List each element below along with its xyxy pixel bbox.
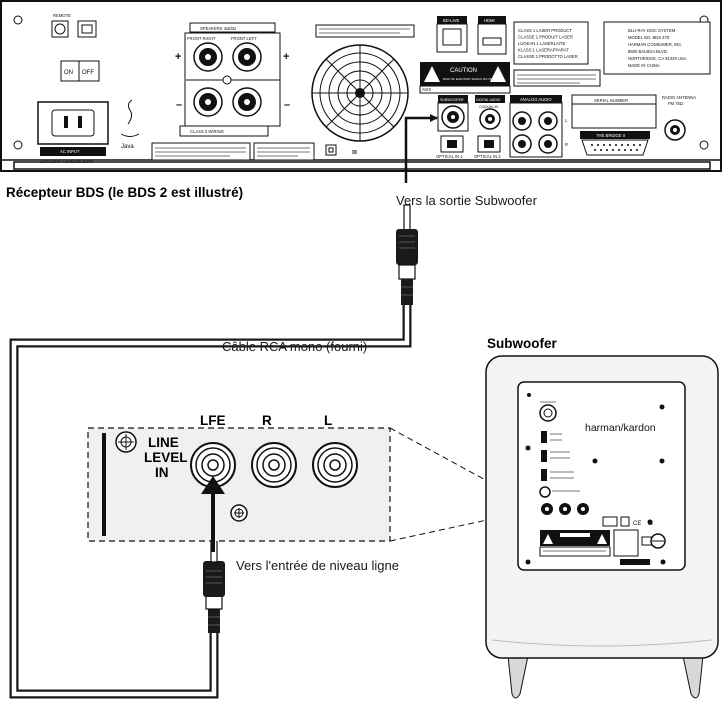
coaxial-in-label: COAXIAL IN [479, 105, 498, 109]
remote-label: REMOTE [53, 13, 71, 18]
optical-in2-label: OPTICAL IN 2 [474, 154, 501, 159]
laser-lines-line: CLASSE 1 PRODOTTO LASER [518, 54, 578, 59]
settings-port [77, 20, 97, 38]
svg-text:–: – [176, 99, 182, 111]
right-jack [251, 442, 297, 488]
svg-text:AVIS: AVIS [422, 87, 431, 92]
serial-number-label: SERIAL NUMBER [594, 98, 628, 103]
laser-class-label: CLASS 1 LASER PRODUCT CLASSE 1 PRODUIT LA… [513, 21, 589, 65]
serial-number-box [571, 103, 657, 129]
bridge-connector [581, 139, 649, 156]
optical-in1-label: OPTICAL IN 1 [436, 154, 463, 159]
power-off-label: OFF [82, 70, 94, 76]
model-lines-line: BLU-RAY DISC SYSTEM [628, 28, 676, 33]
speakers-label: SPEAKERS 4Ω/8Ω [200, 26, 236, 31]
lfe-jack [190, 442, 236, 488]
svg-text:⊠: ⊠ [648, 521, 653, 527]
analog-audio-inputs: ANALOG AUDIO IN 1 IN 2 L R [509, 95, 568, 158]
left-jack [312, 442, 358, 488]
class2-label: CLASS 2 WIRING [190, 129, 224, 134]
bridge-label: THE BRIDGE II [596, 133, 625, 138]
caution-label: CAUTION RISK OF ELECTRIC SHOCK DO NOT OP… [419, 62, 511, 94]
svg-text:⊠: ⊠ [352, 150, 357, 156]
ac-input-label: AC INPUT [60, 149, 80, 154]
subwoofer-cabinet: harman/kardon CE ⊠ [485, 355, 719, 699]
rca-cable [9, 204, 418, 699]
svg-text:R: R [565, 142, 568, 147]
receiver-caption: Récepteur BDS (le BDS 2 est illustré) [6, 185, 243, 200]
svg-text:CE: CE [633, 521, 641, 527]
cooling-fan-grille [311, 44, 409, 142]
java-logo: Java [120, 99, 140, 150]
digital-audio-label: DIGITAL AUDIO [476, 98, 501, 102]
subwoofer-out-arrow [404, 114, 438, 183]
bd-live-label: BD-LIVE [443, 18, 459, 23]
radio-antenna-label: RADIO ANTENNA [662, 95, 696, 100]
jack-label-l: L [324, 413, 332, 428]
svg-text:+: + [283, 51, 289, 63]
hdmi-label: HDMI [484, 18, 495, 23]
jack-label-lfe: LFE [200, 413, 226, 428]
model-lines-line: HARMAN CONSUMER, INC. [628, 42, 682, 47]
svg-text:Java: Java [121, 144, 134, 150]
svg-text:+: + [175, 51, 181, 63]
front-left-label: FRONT LEFT [231, 36, 257, 41]
model-lines-line: MODEL NO. BDS 470 [628, 35, 670, 40]
jack-label-r: R [262, 413, 272, 428]
cable-label: Câble RCA mono (fourni) [222, 339, 367, 354]
subwoofer-title: Subwoofer [487, 336, 557, 351]
model-lines-line: MADE IN CHINA [628, 63, 660, 68]
front-right-label: FRONT RIGHT [187, 36, 216, 41]
subwoofer-amp-panel [517, 381, 686, 571]
level-label: LEVEL [144, 450, 188, 465]
svg-text:RISK OF ELECTRIC SHOCK DO NOT: RISK OF ELECTRIC SHOCK DO NOT OPEN [443, 77, 504, 81]
line-level-inset: LINE LEVEL IN LFE R L [87, 413, 391, 542]
remote-port [51, 20, 69, 38]
ac-rating-label: 110V-120V ~ 50/60Hz 100W [40, 159, 93, 164]
laser-lines-line: KLASS 1 LASERAPPARAT [518, 48, 569, 53]
subwoofer-jack-label: SUBWOOFER [440, 98, 464, 102]
inset-leader-top [389, 427, 525, 502]
in-label: IN [155, 465, 169, 480]
svg-text:–: – [284, 99, 290, 111]
speaker-terminals: SPEAKERS 4Ω/8Ω FRONT RIGHT FRONT LEFT + … [175, 22, 290, 137]
model-lines-line: 8500 BALBOA BLVD. [628, 49, 668, 54]
brand-logo: harman/kardon [585, 422, 656, 434]
fm-label: FM 75Ω [668, 101, 683, 106]
receiver-rear-panel: REMOTE ON OFF AC INPUT 110V-120V ~ 50/60… [0, 0, 722, 172]
laser-lines-line: LUOKAN 1 LASERLAITE [518, 41, 565, 46]
model-lines-line: NORTHRIDGE, CA 91329 USA [628, 56, 687, 61]
svg-text:L: L [565, 118, 568, 123]
line-input-label: Vers l'entrée de niveau ligne [236, 558, 399, 573]
svg-text:ANALOG AUDIO: ANALOG AUDIO [520, 97, 552, 102]
svg-text:CAUTION: CAUTION [450, 68, 477, 74]
subwoofer-out-label: Vers la sortie Subwoofer [396, 193, 538, 208]
power-switch [60, 60, 100, 82]
laser-lines-line: CLASSE 1 PRODUIT LASER [518, 35, 573, 40]
power-on-label: ON [64, 70, 73, 76]
laser-lines-line: CLASS 1 LASER PRODUCT [518, 28, 572, 33]
line-label: LINE [148, 435, 179, 450]
